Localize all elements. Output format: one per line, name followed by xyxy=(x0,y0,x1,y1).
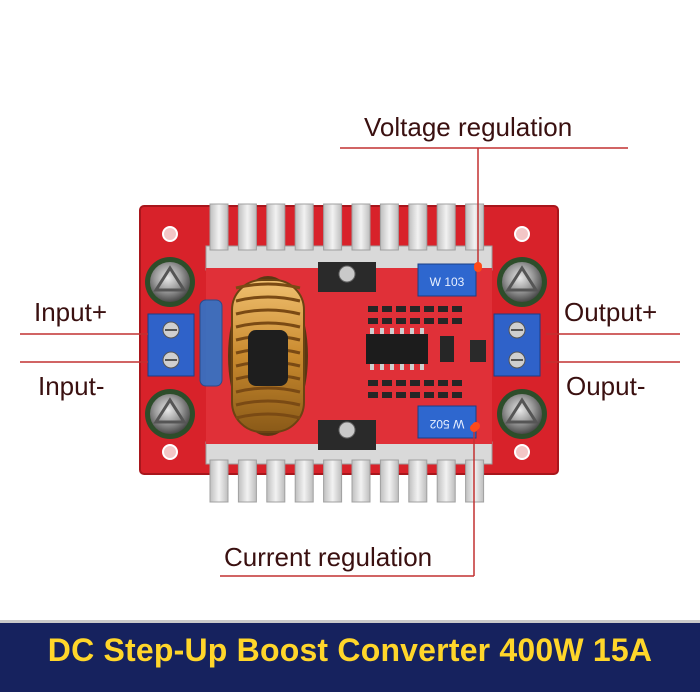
smd-component xyxy=(382,306,392,312)
electrolytic-capacitor xyxy=(145,257,195,307)
current-regulation-label: Current regulation xyxy=(224,542,433,572)
heatsink-fin xyxy=(436,459,456,503)
smd-component xyxy=(424,306,434,312)
smd-component xyxy=(438,380,448,386)
smd-component xyxy=(396,318,406,324)
heatsink-fin xyxy=(237,459,257,503)
heatsink-fin xyxy=(379,459,399,503)
smd-component xyxy=(382,392,392,398)
bottom-heatsink xyxy=(205,441,493,503)
heatsink-fin xyxy=(209,203,229,251)
mounting-hole xyxy=(162,444,178,460)
svg-text:W 103: W 103 xyxy=(430,275,465,289)
heatsink-fin xyxy=(351,203,371,251)
smd-component xyxy=(382,380,392,386)
electrolytic-capacitor xyxy=(145,389,195,439)
smd-component xyxy=(452,392,462,398)
smd-component xyxy=(410,392,420,398)
smd-component xyxy=(438,318,448,324)
smd-component xyxy=(438,306,448,312)
smd-component xyxy=(368,392,378,398)
smd-component xyxy=(410,380,420,386)
heatsink-fin xyxy=(323,459,343,503)
smd-component xyxy=(438,392,448,398)
heatsink-fin xyxy=(323,203,343,251)
current-potentiometer: W 502 xyxy=(417,405,480,439)
heatsink-fin xyxy=(294,203,314,251)
title-banner xyxy=(0,620,700,692)
smd-component xyxy=(424,392,434,398)
heatsink-fin xyxy=(209,459,229,503)
heatsink-fin xyxy=(408,203,428,251)
voltage-potentiometer: W 103 xyxy=(417,263,482,297)
fuse xyxy=(199,299,223,387)
toroid-inductor xyxy=(228,276,308,436)
voltage-regulation-label: Voltage regulation xyxy=(364,112,573,142)
mounting-hole xyxy=(162,226,178,242)
heatsink-fin xyxy=(266,203,286,251)
smd-component xyxy=(452,380,462,386)
smd-component xyxy=(396,306,406,312)
smd-component xyxy=(410,318,420,324)
banner-title: DC Step-Up Boost Converter 400W 15A xyxy=(47,632,653,668)
smd-component xyxy=(452,318,462,324)
heatsink-fin xyxy=(436,203,456,251)
heatsink-fin xyxy=(465,203,485,251)
control-ic xyxy=(366,334,428,364)
heatsink-fin xyxy=(266,459,286,503)
svg-text:W 502: W 502 xyxy=(429,417,464,431)
smd-component xyxy=(396,392,406,398)
input-plus-label: Input+ xyxy=(34,297,108,327)
electrolytic-capacitor xyxy=(497,389,547,439)
smd-component xyxy=(424,318,434,324)
input-minus-label: Input- xyxy=(38,371,105,401)
mounting-hole xyxy=(514,226,530,242)
smd-component xyxy=(368,380,378,386)
heatsink-fin xyxy=(408,459,428,503)
smd-component xyxy=(368,306,378,312)
heatsink-fin xyxy=(237,203,257,251)
smd-component xyxy=(396,380,406,386)
electrolytic-capacitor xyxy=(497,257,547,307)
heatsink-fin xyxy=(294,459,314,503)
heatsink-fin xyxy=(379,203,399,251)
mounting-hole xyxy=(514,444,530,460)
smd-component xyxy=(410,306,420,312)
output-terminal-block xyxy=(493,313,541,377)
top-heatsink xyxy=(205,203,493,271)
output-plus-label: Output+ xyxy=(564,297,658,327)
heatsink-fin xyxy=(351,459,371,503)
smd-component xyxy=(424,380,434,386)
smd-component xyxy=(382,318,392,324)
output-minus-label: Ouput- xyxy=(566,371,646,401)
input-terminal-block xyxy=(147,313,195,377)
smd-component xyxy=(452,306,462,312)
smd-component xyxy=(368,318,378,324)
